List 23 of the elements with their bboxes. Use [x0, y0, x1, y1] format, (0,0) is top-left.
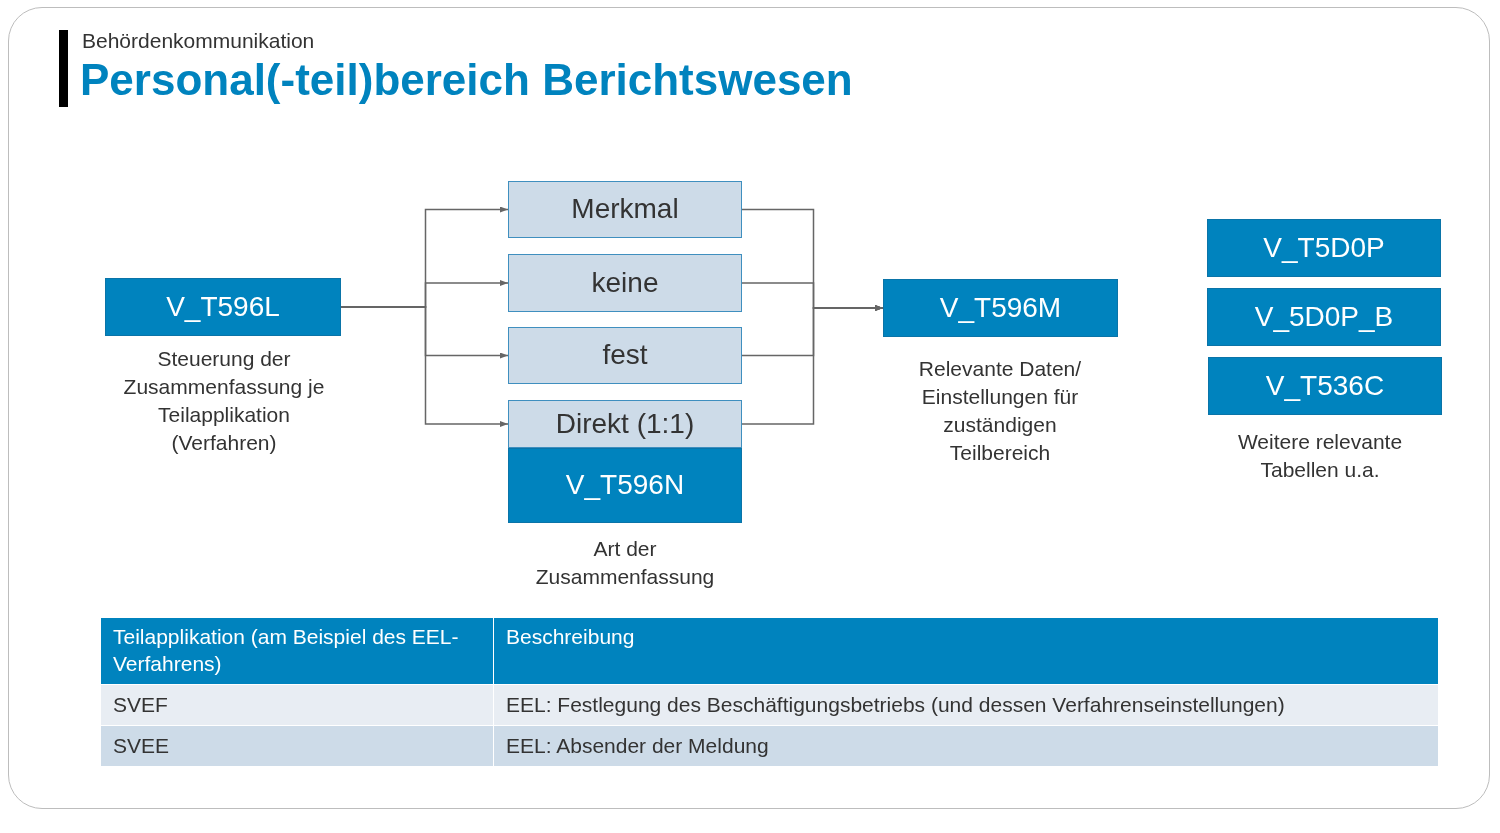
connector-arrow: [340, 306, 509, 427]
table-cell: EEL: Festlegung des Beschäftigungsbetriebs (und dessen Verfahrenseinstellungen): [494, 685, 1438, 725]
option-box: fest: [508, 327, 742, 384]
table-cell: EEL: Absender der Meldung: [494, 726, 1438, 766]
process-box: V_T596M: [883, 279, 1118, 337]
process-box: V_T536C: [1208, 357, 1442, 415]
table-cell: SVEF: [101, 685, 493, 725]
option-box: Direkt (1:1): [508, 400, 742, 448]
process-box: V_T596L: [105, 278, 341, 336]
table-cell: SVEE: [101, 726, 493, 766]
process-box: V_5D0P_B: [1207, 288, 1441, 346]
process-box: V_T596N: [508, 448, 742, 523]
process-box: V_T5D0P: [1207, 219, 1441, 277]
group-caption: Weitere relevante Tabellen u.a.: [1236, 429, 1404, 483]
column-header: Teilapplikation (am Beispiel des EEL-Verfahrens): [101, 618, 493, 684]
slide-title: Personal(-teil)bereich Berichtswesen: [80, 54, 853, 106]
option-box: keine: [508, 254, 742, 312]
option-box: Merkmal: [508, 181, 742, 238]
section-heading: Behördenkommunikation: [82, 28, 315, 54]
column-header: Beschreibung: [494, 618, 1438, 684]
node-caption: Steuerung der Zusammenfassung je Teilapplikation (Verfahren): [122, 346, 326, 456]
node-caption: Relevante Daten/ Einstellungen für zuständigen Teilbereich: [917, 356, 1083, 466]
node-caption: Art der Zusammenfassung: [534, 536, 716, 590]
